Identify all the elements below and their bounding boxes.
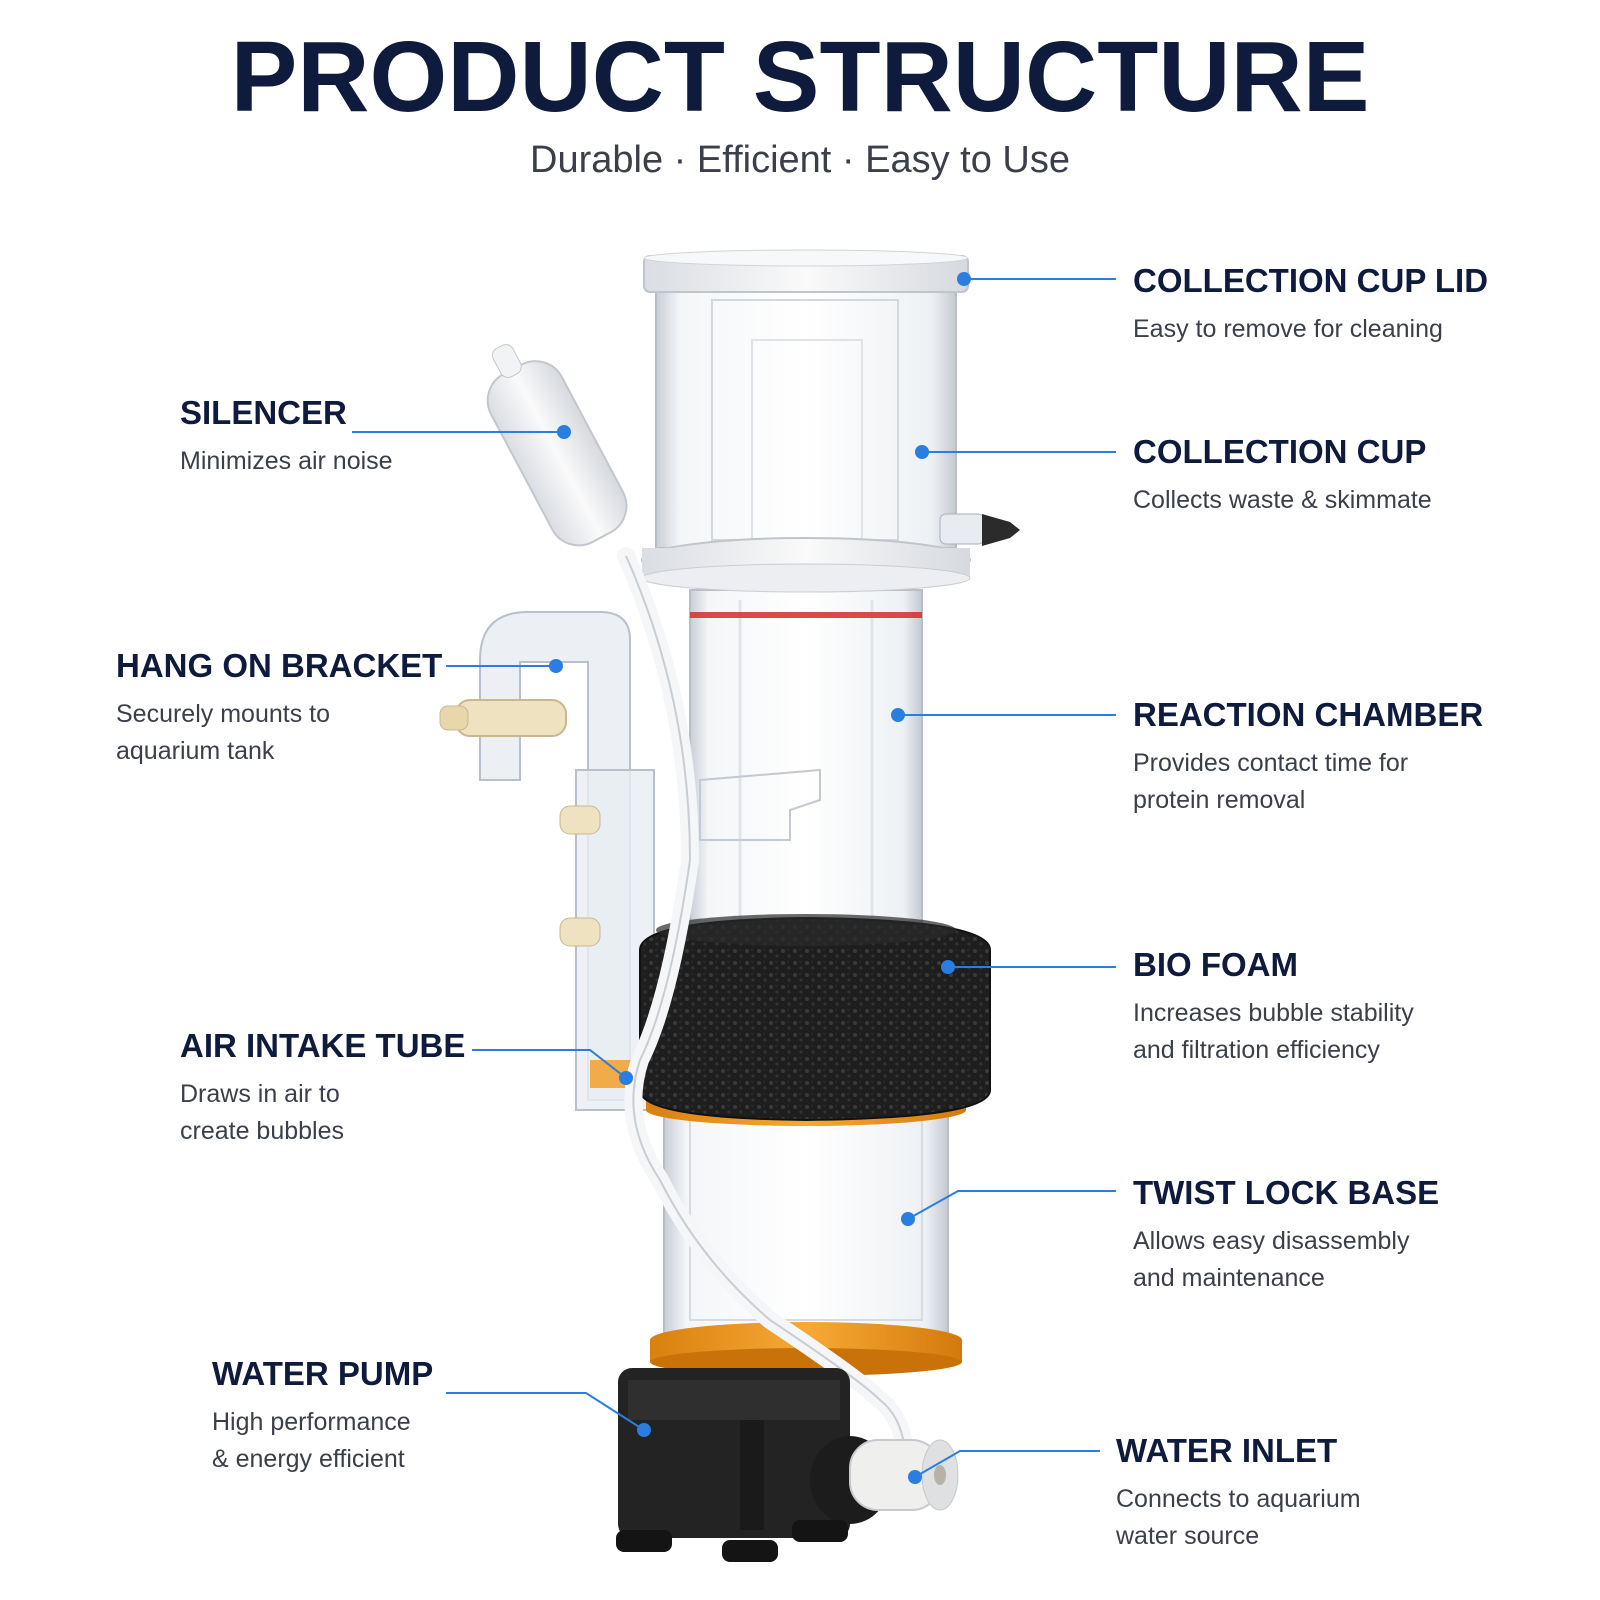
callout-title: REACTION CHAMBER xyxy=(1133,696,1484,733)
callout-title: COLLECTION CUP LID xyxy=(1133,262,1489,299)
page-subtitle: Durable · Efficient · Easy to Use xyxy=(530,139,1070,181)
callout-title: AIR INTAKE TUBE xyxy=(180,1027,466,1064)
leader-collection-cup-lid xyxy=(957,272,1116,286)
callout-description: Allows easy disassembly and maintenance xyxy=(1133,1223,1439,1297)
callout-water-pump: WATER PUMP High performance & energy eff… xyxy=(212,1355,434,1478)
leader-collection-cup xyxy=(915,445,1116,459)
callout-title: HANG ON BRACKET xyxy=(116,647,443,684)
twist-lock-base-part xyxy=(650,1099,962,1376)
callout-line: create bubbles xyxy=(180,1117,345,1146)
callout-line: Easy to remove for cleaning xyxy=(1133,315,1443,344)
water-inlet-part xyxy=(849,1439,959,1511)
callout-line: Collects waste & skimmate xyxy=(1133,486,1432,515)
callout-line: Securely mounts to xyxy=(116,700,330,729)
page-title: PRODUCT STRUCTURE xyxy=(230,21,1370,133)
callout-line: Increases bubble stability xyxy=(1133,999,1414,1028)
callout-description: Easy to remove for cleaning xyxy=(1133,311,1488,348)
hang-on-bracket-part xyxy=(439,611,655,1111)
callout-line: Minimizes air noise xyxy=(180,447,393,476)
callout-description: Securely mounts to aquarium tank xyxy=(116,696,442,770)
callout-description: Minimizes air noise xyxy=(180,443,393,480)
callout-line: and filtration efficiency xyxy=(1133,1036,1380,1065)
silencer-part xyxy=(486,344,628,547)
callout-title: COLLECTION CUP xyxy=(1133,433,1427,470)
callout-description: Increases bubble stability and filtratio… xyxy=(1133,995,1414,1069)
leader-reaction-chamber xyxy=(891,708,1116,722)
callout-description: High performance & energy efficient xyxy=(212,1404,433,1478)
callout-description: Draws in air to create bubbles xyxy=(180,1076,465,1150)
callout-line: water source xyxy=(1116,1522,1260,1551)
leader-twist-lock-base xyxy=(901,1190,1116,1226)
collection-cup-lid-part xyxy=(643,249,969,293)
callout-reaction-chamber: REACTION CHAMBER Provides contact time f… xyxy=(1133,696,1484,819)
leader-water-inlet xyxy=(908,1450,1100,1484)
callout-line: and maintenance xyxy=(1133,1264,1325,1293)
callout-silencer: SILENCER Minimizes air noise xyxy=(180,394,393,480)
callout-line: protein removal xyxy=(1133,786,1306,815)
callout-twist-lock-base: TWIST LOCK BASE Allows easy disassembly … xyxy=(1133,1174,1440,1297)
water-pump-part xyxy=(616,1368,890,1562)
callout-line: Draws in air to xyxy=(180,1080,340,1109)
callout-line: Connects to aquarium xyxy=(1116,1485,1361,1514)
collection-cup-part xyxy=(641,289,1020,593)
callout-title: TWIST LOCK BASE xyxy=(1133,1174,1440,1211)
callout-title: WATER PUMP xyxy=(212,1355,434,1392)
leader-bio-foam xyxy=(941,960,1116,974)
bio-foam-part xyxy=(639,914,991,1122)
leader-water-pump xyxy=(446,1392,651,1437)
callout-collection-cup-lid: COLLECTION CUP LID Easy to remove for cl… xyxy=(1133,262,1489,348)
callout-line: Allows easy disassembly xyxy=(1133,1227,1410,1256)
callout-bio-foam: BIO FOAM Increases bubble stability and … xyxy=(1133,946,1414,1069)
callout-line: aquarium tank xyxy=(116,737,275,766)
callout-air-intake-tube: AIR INTAKE TUBE Draws in air to create b… xyxy=(180,1027,466,1150)
callout-collection-cup: COLLECTION CUP Collects waste & skimmate xyxy=(1133,433,1432,519)
leader-hang-on-bracket xyxy=(446,659,563,673)
callout-description: Provides contact time for protein remova… xyxy=(1133,745,1483,819)
callout-title: WATER INLET xyxy=(1116,1432,1338,1469)
callout-description: Collects waste & skimmate xyxy=(1133,482,1432,519)
callout-description: Connects to aquarium water source xyxy=(1116,1481,1361,1555)
callout-line: Provides contact time for xyxy=(1133,749,1409,778)
callout-title: SILENCER xyxy=(180,394,347,431)
leader-silencer xyxy=(352,425,571,439)
callout-line: High performance xyxy=(212,1408,411,1437)
callout-water-inlet: WATER INLET Connects to aquarium water s… xyxy=(1116,1432,1361,1555)
callout-title: BIO FOAM xyxy=(1133,946,1298,983)
leader-air-intake-tube xyxy=(472,1049,633,1085)
callout-line: & energy efficient xyxy=(212,1445,405,1474)
callout-hang-on-bracket: HANG ON BRACKET Securely mounts to aquar… xyxy=(116,647,443,770)
